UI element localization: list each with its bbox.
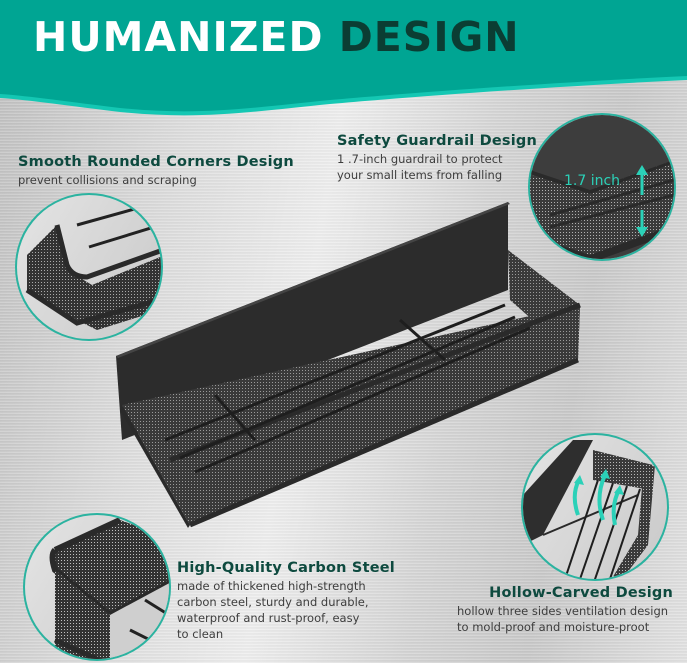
feature-guardrail: Safety Guardrail Design 1 .7-inch guardr… xyxy=(337,133,537,183)
ventilation-closeup-icon xyxy=(523,440,655,579)
feature-carbon-steel: High-Quality Carbon Steel made of thicke… xyxy=(177,560,395,642)
guardrail-height-callout: 1.7 inch xyxy=(564,173,621,189)
feature-hollow-carved: Hollow-Carved Design hollow three sides … xyxy=(457,585,673,635)
page-title: HUMANIZED DESIGN xyxy=(33,12,520,62)
feature-title: High-Quality Carbon Steel xyxy=(177,560,395,576)
feature-description: 1 .7-inch guardrail to protect your smal… xyxy=(337,151,537,183)
feature-line: made of thickened high-strength xyxy=(177,579,366,593)
header-banner xyxy=(0,0,687,116)
hollow-carved-detail-image xyxy=(521,433,669,581)
guardrail-closeup-icon xyxy=(530,115,674,259)
rounded-corner-detail-image xyxy=(15,193,163,341)
feature-line: your small items from falling xyxy=(337,168,503,182)
guardrail-detail-image: 1.7 inch xyxy=(528,113,676,261)
feature-line: hollow three sides ventilation design xyxy=(457,604,669,618)
feature-line: 1 .7-inch guardrail to protect xyxy=(337,152,503,166)
feature-description: hollow three sides ventilation design to… xyxy=(457,603,673,635)
feature-description: made of thickened high-strength carbon s… xyxy=(177,578,395,642)
feature-title: Hollow-Carved Design xyxy=(489,585,673,601)
steel-closeup-icon xyxy=(49,517,169,659)
feature-line: to clean xyxy=(177,627,224,641)
shower-caddy-shelf-image xyxy=(116,202,581,528)
title-part-humanized: HUMANIZED xyxy=(33,13,324,61)
feature-line: carbon steel, sturdy and durable, xyxy=(177,595,369,609)
corner-closeup-icon xyxy=(25,200,161,330)
feature-line: waterproof and rust-proof, easy xyxy=(177,611,360,625)
feature-line: to mold-proof and moisture-proot xyxy=(457,620,650,634)
feature-rounded-corners: Smooth Rounded Corners Design prevent co… xyxy=(18,154,294,188)
title-part-design: DESIGN xyxy=(338,13,520,61)
feature-description: prevent collisions and scraping xyxy=(18,173,197,187)
feature-title: Safety Guardrail Design xyxy=(337,133,538,149)
carbon-steel-detail-image xyxy=(23,513,171,661)
feature-title: Smooth Rounded Corners Design xyxy=(18,154,294,170)
